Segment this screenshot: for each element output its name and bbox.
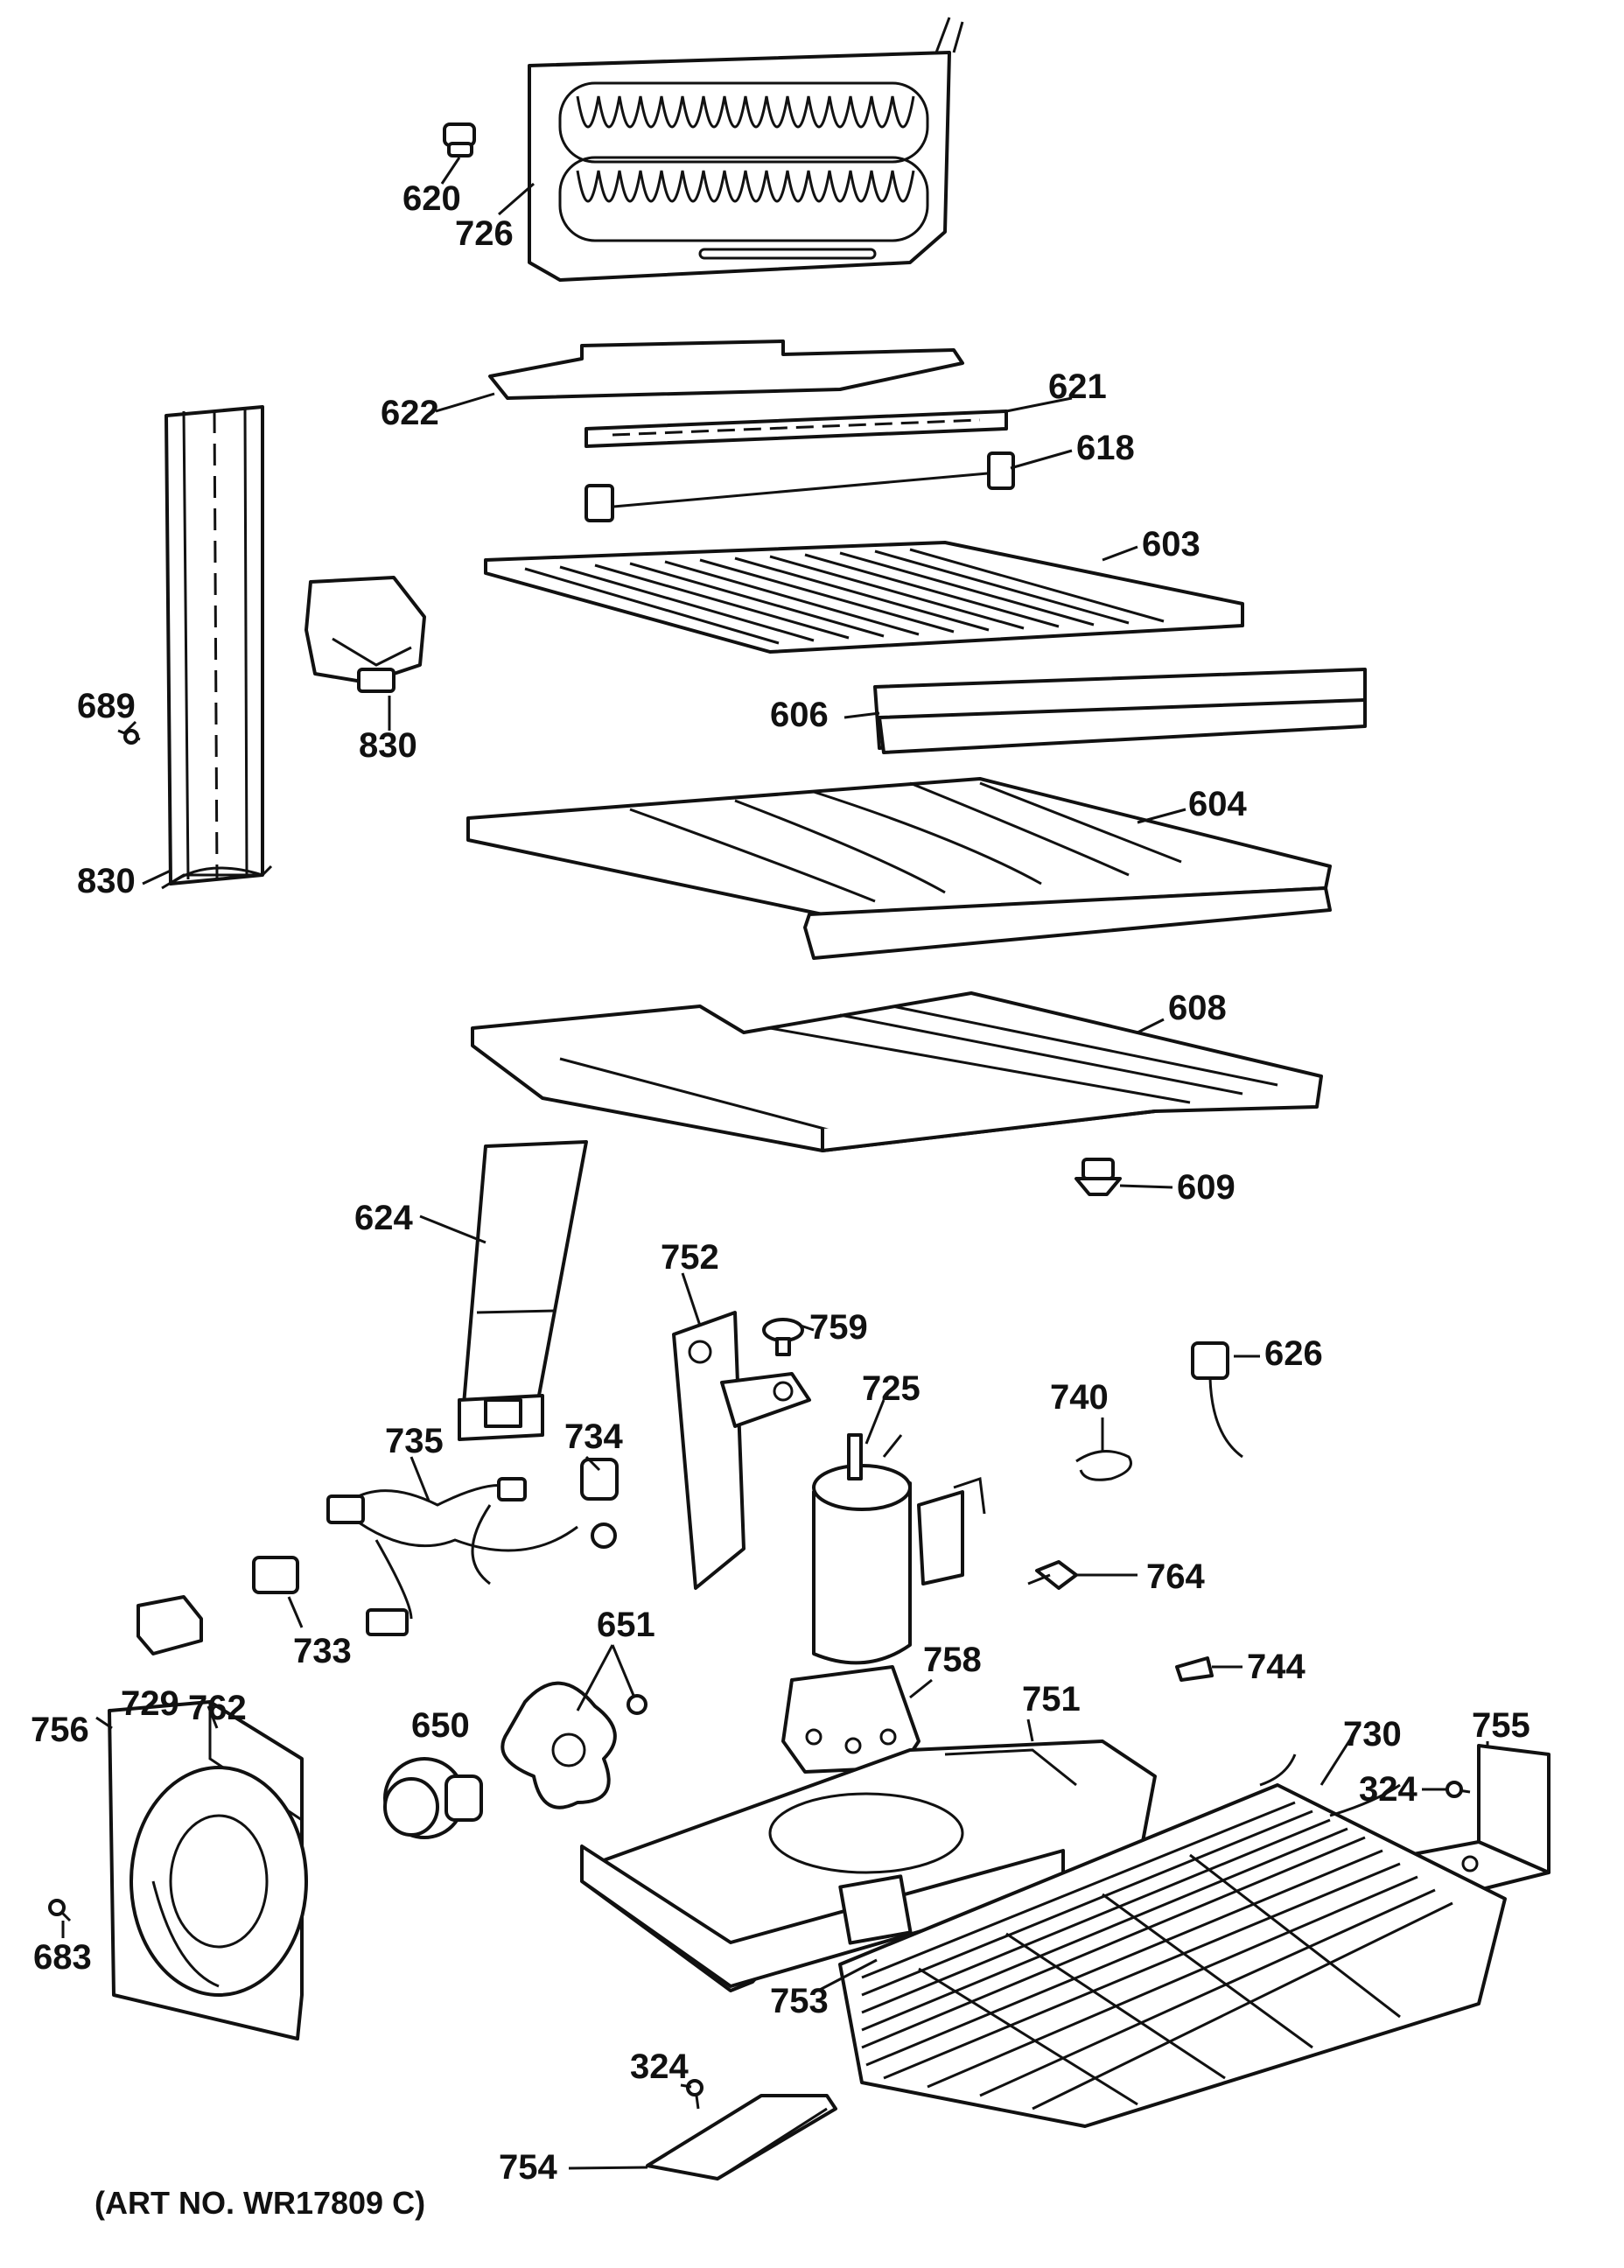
air-duct xyxy=(458,1140,588,1441)
overload-relay xyxy=(580,1458,619,1501)
callout-604: 604 xyxy=(1188,785,1247,823)
condenser-coil xyxy=(838,1754,1507,2128)
callout-756: 756 xyxy=(31,1711,89,1749)
screw-324-bottom xyxy=(686,2079,704,2110)
compressor-bracket xyxy=(672,1311,811,1590)
callout-751: 751 xyxy=(1022,1680,1081,1718)
capacitor xyxy=(136,1595,203,1656)
callout-754: 754 xyxy=(499,2148,557,2187)
callout-755: 755 xyxy=(1472,1706,1530,1745)
art-number-note: (ART NO. WR17809 C) xyxy=(94,2185,425,2221)
callout-683: 683 xyxy=(33,1938,92,1977)
callout-764: 764 xyxy=(1146,1558,1205,1596)
callout-758: 758 xyxy=(923,1641,982,1679)
callout-651: 651 xyxy=(597,1606,655,1644)
callout-626: 626 xyxy=(1264,1334,1323,1373)
machine-base xyxy=(580,1740,1157,1992)
callout-608: 608 xyxy=(1168,989,1227,1027)
fresh-food-cover-pan xyxy=(471,991,1323,1152)
callout-620: 620 xyxy=(402,179,461,218)
relay-switch xyxy=(252,1556,299,1594)
compressor xyxy=(812,1433,986,1665)
callout-735: 735 xyxy=(385,1422,444,1460)
callout-689: 689 xyxy=(77,687,136,725)
callout-759: 759 xyxy=(809,1308,868,1347)
callout-725: 725 xyxy=(862,1369,920,1408)
callout-324-right: 324 xyxy=(1359,1770,1418,1809)
air-grille xyxy=(873,668,1367,754)
callout-762: 762 xyxy=(188,1689,247,1727)
callout-621: 621 xyxy=(1048,368,1107,406)
evaporator-coil xyxy=(528,17,964,282)
callout-830-side: 830 xyxy=(77,862,136,900)
power-cord-plug xyxy=(1191,1341,1243,1459)
callout-734: 734 xyxy=(564,1418,623,1456)
grommet xyxy=(762,1318,804,1356)
callout-labels: 620 726 622 621 618 603 689 830 606 830 … xyxy=(31,179,1530,2187)
callout-752: 752 xyxy=(661,1238,719,1277)
defrost-heater xyxy=(584,452,1015,522)
cover-plate xyxy=(488,340,964,400)
leader-lines xyxy=(61,157,1489,2170)
screw-689 xyxy=(117,729,141,745)
callout-603: 603 xyxy=(1142,525,1200,564)
wiring-harness xyxy=(326,1477,617,1636)
clip-609 xyxy=(1074,1158,1122,1196)
callout-650: 650 xyxy=(411,1706,470,1745)
screw-324-right xyxy=(1446,1781,1471,1798)
callout-624: 624 xyxy=(354,1199,413,1237)
callout-830-top: 830 xyxy=(359,726,417,765)
callout-740: 740 xyxy=(1050,1378,1109,1417)
callout-733: 733 xyxy=(293,1632,352,1670)
base-strip xyxy=(838,1874,913,1945)
callout-753: 753 xyxy=(770,1982,829,2020)
condenser-bracket xyxy=(1407,1744,1550,1892)
callout-606: 606 xyxy=(770,696,829,734)
callout-726: 726 xyxy=(455,214,514,253)
screw-683 xyxy=(48,1899,72,1922)
retainer-clip xyxy=(1175,1656,1214,1682)
freezer-floor-pan xyxy=(466,777,1332,960)
fan-shroud xyxy=(108,1700,308,2040)
callout-609: 609 xyxy=(1177,1168,1236,1207)
callout-324-bottom: 324 xyxy=(630,2048,689,2086)
base-bracket xyxy=(646,2094,837,2180)
callout-622: 622 xyxy=(381,394,439,432)
callout-618: 618 xyxy=(1076,429,1135,467)
callout-729: 729 xyxy=(121,1684,179,1723)
condenser-fan-blade xyxy=(500,1681,648,1810)
mullion-channel xyxy=(161,405,273,890)
callout-730: 730 xyxy=(1343,1715,1402,1754)
freezer-shelf xyxy=(484,541,1244,654)
condenser-fan-motor xyxy=(383,1757,483,1839)
damper-control xyxy=(304,576,426,693)
clip-620 xyxy=(443,122,476,158)
heater-bracket xyxy=(584,410,1008,448)
tube-clip xyxy=(1027,1560,1078,1590)
callout-744: 744 xyxy=(1247,1648,1306,1686)
spring-clip xyxy=(1075,1450,1132,1481)
